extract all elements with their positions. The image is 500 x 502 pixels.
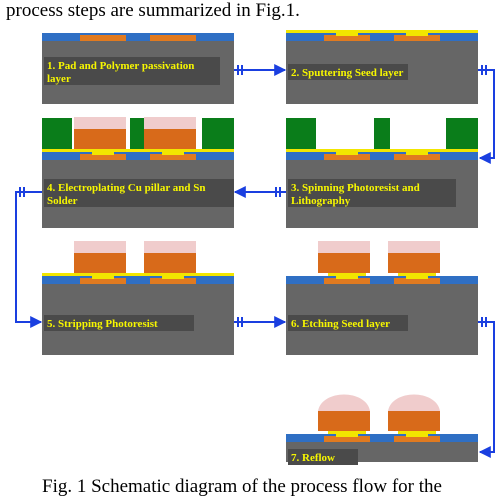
step-label-box xyxy=(44,57,220,85)
photoresist xyxy=(130,118,146,149)
arrow-step4-to-step5 xyxy=(15,191,43,328)
seed-in-opening xyxy=(162,152,184,155)
pad xyxy=(324,35,370,41)
intro-text: process steps are summarized in Fig.1. xyxy=(6,0,300,21)
passivation-layer xyxy=(286,434,478,442)
pad xyxy=(324,278,370,284)
seed-in-opening xyxy=(406,152,428,155)
cu-pillar xyxy=(388,411,440,431)
passivation-layer xyxy=(42,276,234,284)
step-label-box xyxy=(288,315,408,331)
pad xyxy=(80,35,126,41)
solder-cap xyxy=(318,241,370,253)
cu-pillar xyxy=(74,129,126,149)
photoresist xyxy=(42,118,72,149)
photoresist xyxy=(202,118,234,149)
cu-pillar xyxy=(318,411,370,431)
arrow-step6-to-step7 xyxy=(478,321,495,458)
cu-pillar xyxy=(388,253,440,273)
seed-in-opening xyxy=(406,434,428,437)
seed-in-opening xyxy=(406,33,428,36)
figure-caption: Fig. 1 Schematic diagram of the process … xyxy=(42,476,442,497)
solder-bump xyxy=(388,394,440,411)
passivation-layer xyxy=(42,33,234,41)
solder-cap xyxy=(388,241,440,253)
solder-cap xyxy=(74,117,126,129)
pad xyxy=(394,278,440,284)
pad xyxy=(324,436,370,442)
pad xyxy=(150,278,196,284)
seed-in-opening xyxy=(162,276,184,279)
step-label-box xyxy=(288,64,408,80)
seed-in-opening xyxy=(336,33,358,36)
pad xyxy=(394,154,440,160)
solder-cap xyxy=(144,241,196,253)
cu-pillar xyxy=(144,253,196,273)
seed-in-opening xyxy=(336,434,358,437)
seed-in-opening xyxy=(336,276,358,279)
seed-in-opening xyxy=(92,152,114,155)
photoresist xyxy=(286,118,316,149)
passivation-layer xyxy=(286,152,478,160)
arrow-step2-to-step3 xyxy=(478,69,495,164)
pad xyxy=(150,35,196,41)
cu-pillar xyxy=(74,253,126,273)
seed-layer xyxy=(42,149,234,152)
seed-layer xyxy=(286,149,478,152)
pad xyxy=(80,154,126,160)
seed-layer xyxy=(398,273,436,276)
passivation-layer xyxy=(286,33,478,41)
step-label-text: 4. Electroplating Cu pillar and Sn xyxy=(47,182,206,194)
solder-cap xyxy=(74,241,126,253)
step-panel-6: 6. Etching Seed layer xyxy=(286,241,478,355)
step-panel-5: 5. Stripping Photoresist xyxy=(42,241,234,355)
photoresist xyxy=(446,118,478,149)
step-label-text: 3. Spinning Photoresist and xyxy=(291,182,420,194)
pad xyxy=(394,35,440,41)
step-label-text: Solder xyxy=(47,195,78,207)
solder-cap xyxy=(144,117,196,129)
step-label-box xyxy=(288,449,358,465)
step-label-text: 1. Pad and Polymer passivation xyxy=(47,60,194,72)
step-panel-7: 7. Reflow xyxy=(286,394,478,465)
step-label-text: Lithography xyxy=(291,195,351,207)
seed-layer xyxy=(328,431,366,434)
seed-layer xyxy=(286,30,478,33)
step-label-text: 7. Reflow xyxy=(291,452,335,464)
step-label-text: layer xyxy=(47,73,71,85)
step-label-box xyxy=(44,315,194,331)
pad xyxy=(150,154,196,160)
step-label-text: 2. Sputtering Seed layer xyxy=(291,67,404,79)
step-label-text: 6. Etching Seed layer xyxy=(291,318,390,330)
step-label-box xyxy=(288,179,456,207)
solder-bump xyxy=(318,394,370,411)
seed-layer xyxy=(42,273,234,276)
pad xyxy=(80,278,126,284)
passivation-layer xyxy=(42,152,234,160)
photoresist xyxy=(374,118,390,149)
seed-layer xyxy=(398,431,436,434)
step-panel-2: 2. Sputtering Seed layer xyxy=(286,30,478,104)
seed-in-opening xyxy=(406,276,428,279)
cu-pillar xyxy=(144,129,196,149)
pad xyxy=(394,436,440,442)
step-label-box xyxy=(44,179,234,207)
seed-in-opening xyxy=(336,152,358,155)
passivation-layer xyxy=(286,276,478,284)
cu-pillar xyxy=(318,253,370,273)
pad xyxy=(324,154,370,160)
seed-in-opening xyxy=(92,276,114,279)
seed-layer xyxy=(328,273,366,276)
step-label-text: 5. Stripping Photoresist xyxy=(47,318,158,330)
